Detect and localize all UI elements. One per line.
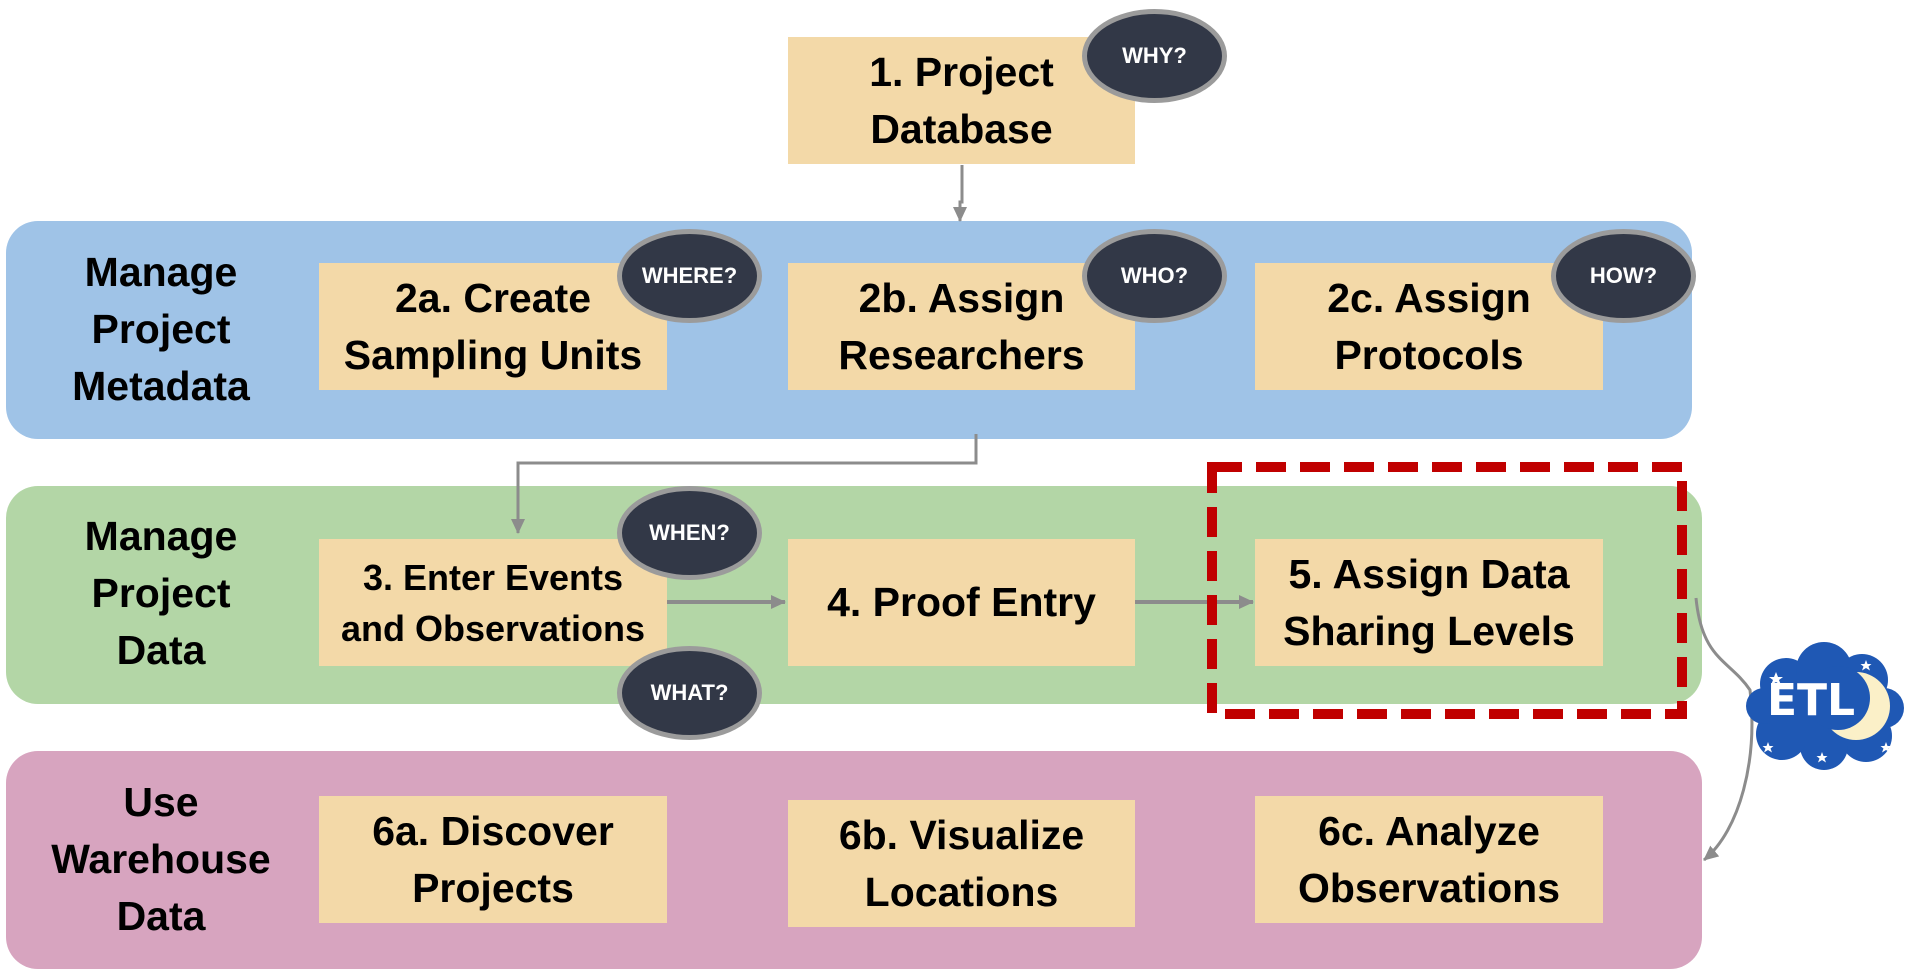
arrow-sharing-to-warehouse	[1694, 597, 1754, 862]
step-create-sampling-units: 2a. Create Sampling Units	[319, 263, 667, 390]
step-analyze-observations: 6c. Analyze Observations	[1255, 796, 1603, 923]
step-assign-researchers: 2b. Assign Researchers	[788, 263, 1135, 390]
step-assign-protocols: 2c. Assign Protocols	[1255, 263, 1603, 390]
band-label-warehouse: Use Warehouse Data	[51, 779, 271, 939]
bubble-what: WHAT?	[617, 646, 762, 740]
star-icon	[1762, 660, 1892, 763]
step-discover-projects: 6a. Discover Projects	[319, 796, 667, 923]
moon-icon	[1806, 666, 1890, 740]
bubble-who: WHO?	[1082, 229, 1227, 323]
step-assign-sharing-levels: 5. Assign Data Sharing Levels	[1255, 539, 1603, 666]
bubble-how: HOW?	[1551, 229, 1696, 323]
step-visualize-locations: 6b. Visualize Locations	[788, 800, 1135, 927]
etl-label: ETL	[1766, 675, 1856, 726]
band-label-metadata: Manage Project Metadata	[72, 249, 250, 409]
bubble-when: WHEN?	[617, 486, 762, 580]
step-enter-events-observations: 3. Enter Events and Observations	[319, 539, 667, 666]
arrow-metadata-to-enter-events	[511, 434, 978, 534]
band-label-data: Manage Project Data	[84, 513, 238, 673]
highlight-box	[1207, 462, 1687, 719]
arrow-database-to-metadata	[953, 165, 967, 222]
bubble-where: WHERE?	[617, 229, 762, 323]
step-proof-entry: 4. Proof Entry	[788, 539, 1135, 666]
etl-cloud-icon	[1746, 642, 1904, 770]
bubble-why: WHY?	[1082, 9, 1227, 103]
step-project-database: 1. Project Database	[788, 37, 1135, 164]
